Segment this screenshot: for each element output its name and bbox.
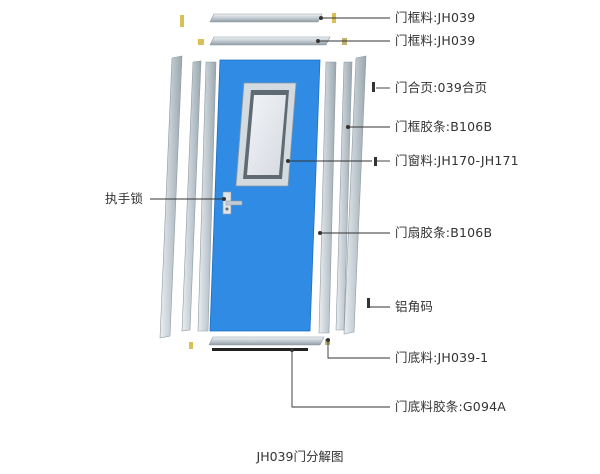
diagram-caption: JH039门分解图 xyxy=(256,449,344,464)
right-frame-profile xyxy=(343,55,367,335)
leader-dots xyxy=(222,16,350,352)
label-bottom-gasket: 门底料胶条:G094A xyxy=(395,399,507,414)
left-leaf-profile xyxy=(197,61,217,332)
bottom-profile xyxy=(189,336,330,349)
top-frame-profile-2 xyxy=(198,36,347,46)
label-top-frame-1: 门框料:JH039 xyxy=(395,10,476,25)
top-frame-profile-1 xyxy=(180,13,336,27)
label-top-frame-2: 门框料:JH039 xyxy=(395,33,476,48)
label-corner-bracket: 铝角码 xyxy=(395,299,434,314)
left-frame-profile xyxy=(159,55,183,339)
leader-lines xyxy=(150,17,390,408)
left-frame-gasket-profile xyxy=(181,60,202,332)
right-leaf-profile xyxy=(318,61,337,334)
handle-lock xyxy=(222,191,243,215)
label-lock: 执手锁 xyxy=(105,191,144,206)
label-bottom-profile: 门底料:JH039-1 xyxy=(395,350,489,365)
label-frame-gasket: 门框胶条:B106B xyxy=(395,119,493,134)
bottom-gasket xyxy=(212,348,308,351)
label-hinge: 门合页:039合页 xyxy=(395,80,488,95)
hinge-part xyxy=(372,82,375,92)
label-window: 门窗料:JH170-JH171 xyxy=(395,153,519,168)
corner-bracket xyxy=(367,298,370,308)
hinge-part-2 xyxy=(374,157,377,166)
label-leaf-gasket: 门扇胶条:B106B xyxy=(395,225,493,240)
door-window xyxy=(235,82,297,187)
